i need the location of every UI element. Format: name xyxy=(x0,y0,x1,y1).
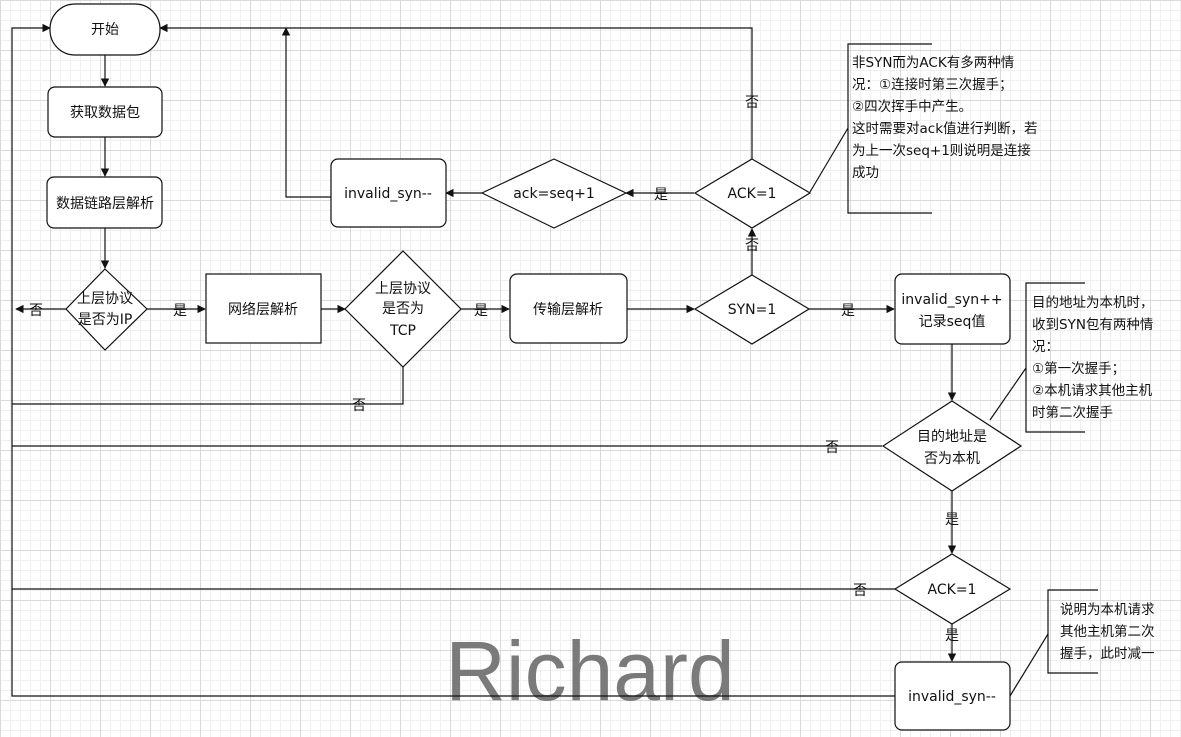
ack-bottom-decision: ACK=1 xyxy=(893,553,1012,625)
syn-decision: SYN=1 xyxy=(693,274,811,345)
invalid-dec-top-node: invalid_syn-- xyxy=(330,158,447,228)
is-ip-line-2: 是否为IP xyxy=(78,312,133,328)
label-no-ack-top: 否 xyxy=(745,95,759,111)
is-ip-line-1: 上层协议 xyxy=(77,291,133,307)
label-no-ip: 否 xyxy=(29,303,43,319)
datalink-node: 数据链路层解析 xyxy=(46,176,163,229)
network-label: 网络层解析 xyxy=(228,302,298,318)
invalid-inc-node: invalid_syn++ 记录seq值 xyxy=(894,273,1011,345)
label-no-tcp: 否 xyxy=(352,398,366,414)
ack-top-label: ACK=1 xyxy=(728,186,777,202)
is-local-line-2: 否为本机 xyxy=(924,451,980,467)
is-tcp-decision: 上层协议 是否为 TCP xyxy=(344,250,462,368)
get-packet-label: 获取数据包 xyxy=(70,105,140,121)
ack-seq-decision: ack=seq+1 xyxy=(480,158,628,229)
is-tcp-line-1: 上层协议 xyxy=(375,281,431,297)
label-yes-local: 是 xyxy=(945,512,959,528)
start-label: 开始 xyxy=(91,22,119,38)
label-yes-ip: 是 xyxy=(173,303,187,319)
transport-node: 传输层解析 xyxy=(509,273,628,344)
ack-bottom-label: ACK=1 xyxy=(928,582,977,598)
invalid-dec-bottom-label: invalid_syn-- xyxy=(908,689,996,705)
network-node: 网络层解析 xyxy=(205,273,322,344)
label-no-ack-bottom: 否 xyxy=(853,583,867,599)
label-yes-syn: 是 xyxy=(841,303,855,319)
local-note: 目的地址为本机时， 收到SYN包有两种情 况： ①第一次握手； ②本机请求其他主… xyxy=(1032,295,1154,421)
label-no-syn: 否 xyxy=(745,238,759,254)
label-yes-tcp: 是 xyxy=(474,303,488,319)
transport-label: 传输层解析 xyxy=(533,302,603,318)
invalid-dec-bottom-node: invalid_syn-- xyxy=(894,661,1011,731)
datalink-label: 数据链路层解析 xyxy=(56,196,154,212)
ack-seq-label: ack=seq+1 xyxy=(513,186,595,202)
connectors xyxy=(11,23,1049,697)
label-yes-ack-bottom: 是 xyxy=(945,628,959,644)
label-yes-ack-top: 是 xyxy=(654,187,668,203)
ack-top-decision: ACK=1 xyxy=(693,158,812,229)
label-no-local: 否 xyxy=(825,440,839,456)
invalid-inc-line-1: invalid_syn++ xyxy=(901,292,1002,308)
second-handshake-note: 说明为本机请求 其他主机第二次 握手，此时减一 xyxy=(1060,602,1155,662)
watermark-text: Richard xyxy=(445,624,734,718)
is-tcp-line-3: TCP xyxy=(389,323,416,339)
is-local-line-1: 目的地址是 xyxy=(917,429,987,445)
syn-label: SYN=1 xyxy=(728,302,777,318)
is-tcp-line-2: 是否为 xyxy=(382,301,424,317)
is-local-decision: 目的地址是 否为本机 xyxy=(881,400,1023,492)
start-node: 开始 xyxy=(49,3,161,56)
invalid-inc-line-2: 记录seq值 xyxy=(919,314,986,330)
ack-note: 非SYN而为ACK有多两种情 况：①连接时第三次握手； ②四次挥手中产生。 这时… xyxy=(852,55,1038,181)
get-packet-node: 获取数据包 xyxy=(47,86,163,138)
note-brackets xyxy=(847,43,1098,674)
is-ip-decision: 上层协议 是否为IP xyxy=(65,268,148,351)
invalid-dec-top-label: invalid_syn-- xyxy=(344,186,432,202)
